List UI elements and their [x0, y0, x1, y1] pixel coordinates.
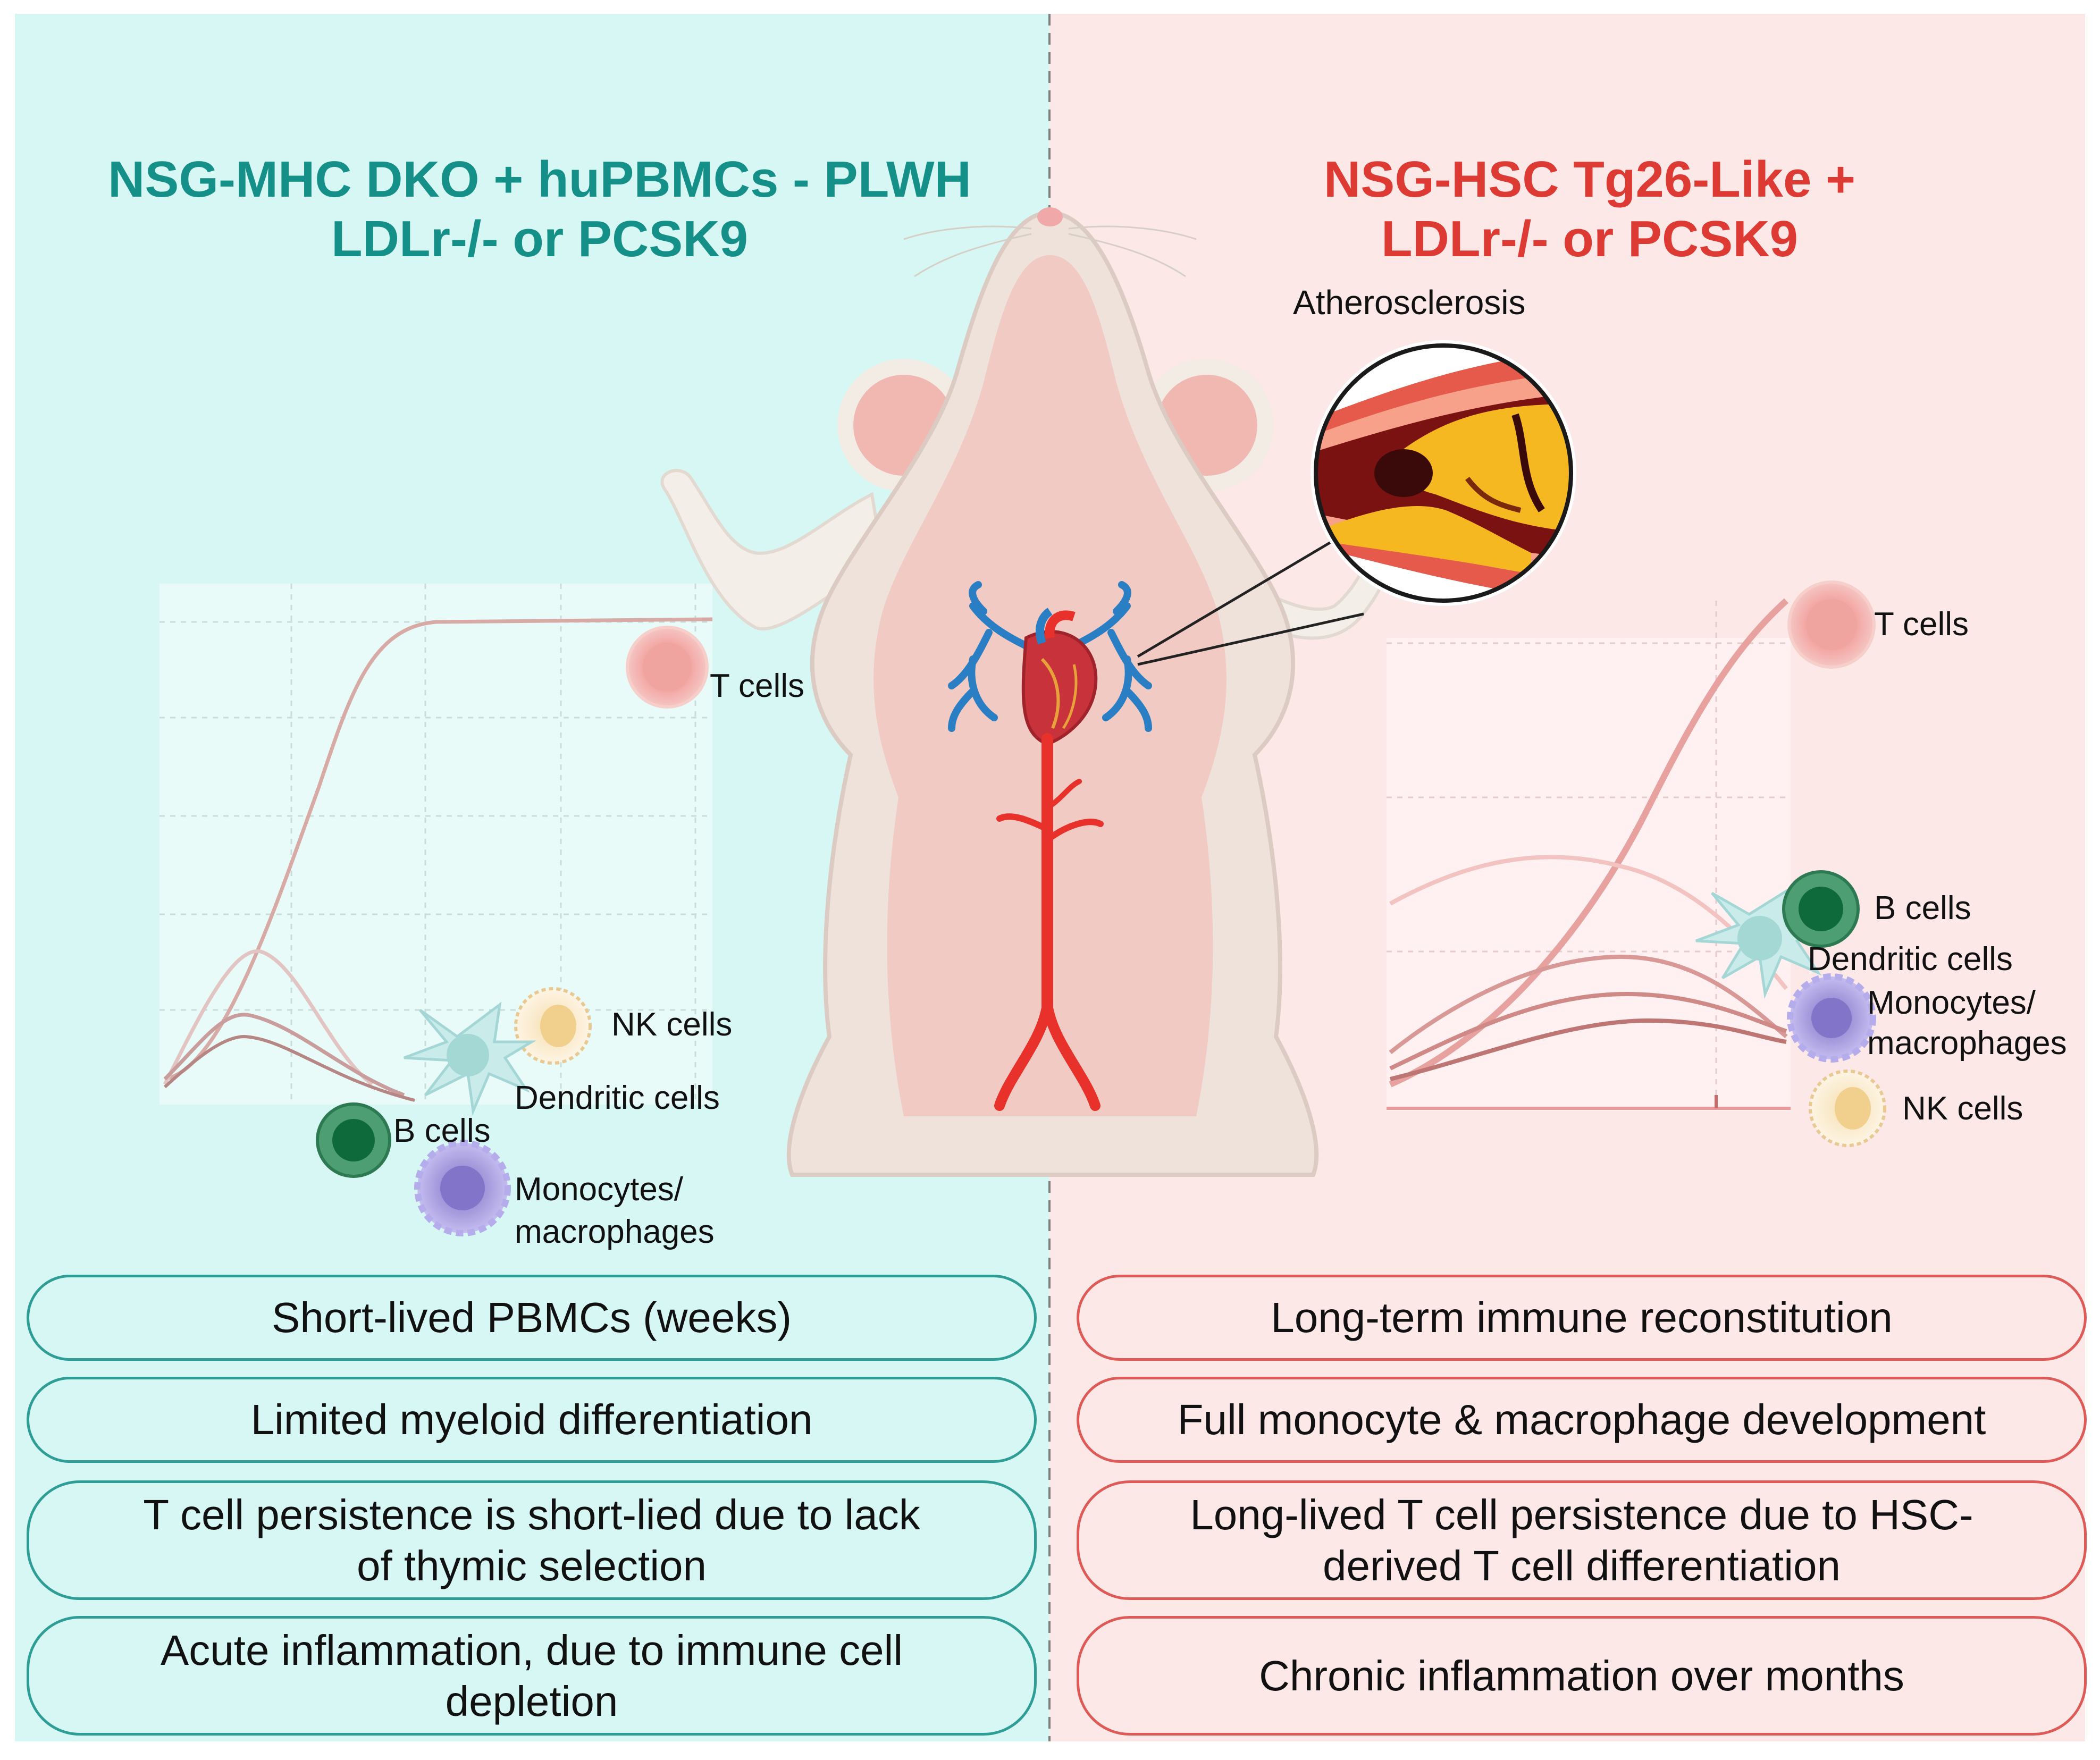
right-panel-title: NSG-HSC Tg26-Like + LDLr-/- or PCSK9 [1196, 150, 1983, 269]
right-t-cell-icon [1787, 580, 1876, 669]
left-nk-cell-icon [514, 987, 592, 1065]
left-dendritic-cells-label: Dendritic cells [515, 1080, 720, 1116]
right-tcell-curve [1389, 598, 1789, 1088]
left-tcell-curve [164, 617, 713, 1081]
left-box-3-line-2: of thymic selection [356, 1542, 707, 1589]
right-box-3: Long-lived T cell persistence due to HSC… [1077, 1480, 2087, 1600]
right-monocytes-label-2: macrophages [1867, 1025, 2067, 1062]
right-monocytes-label-1: Monocytes/ [1867, 984, 2036, 1021]
left-t-cell-icon [626, 626, 709, 709]
right-box-1: Long-term immune reconstitution [1077, 1275, 2087, 1361]
atherosclerosis-zoom [1137, 340, 1576, 666]
mouse-illustration [660, 207, 1391, 1177]
left-myeloid-curve-2 [163, 1013, 405, 1097]
left-dendritic-cell-icon [404, 1001, 537, 1116]
left-box-3-line-1: T cell persistence is short-lied due to … [143, 1490, 920, 1538]
right-monocyte-icon [1787, 973, 1876, 1063]
left-myeloid-curve-3 [163, 1034, 415, 1102]
left-box-4: Acute inflammation, due to immune cell d… [27, 1616, 1037, 1736]
left-myeloid-curve-1 [163, 949, 374, 1086]
left-panel-title: NSG-MHC DKO + huPBMCs - PLWH LDLr-/- or … [53, 150, 1026, 269]
pulmonary-veins [948, 581, 1152, 732]
left-box-1-line-1: Short-lived PBMCs (weeks) [271, 1294, 792, 1341]
left-box-2-line-1: Limited myeloid differentiation [250, 1396, 813, 1443]
left-b-cell-icon [316, 1102, 391, 1178]
right-b-cells-label: B cells [1874, 890, 1971, 927]
right-box-1-line-1: Long-term immune reconstitution [1271, 1294, 1893, 1341]
atherosclerosis-label: Atherosclerosis [1293, 283, 1526, 322]
right-box-4: Chronic inflammation over months [1077, 1616, 2087, 1736]
right-title-line-2: LDLr-/- or PCSK9 [1381, 210, 1799, 267]
left-monocyte-icon [414, 1140, 511, 1236]
right-t-cells-label: T cells [1874, 606, 1969, 643]
right-dendritic-cells-label: Dendritic cells [1808, 941, 2013, 978]
right-box-3-line-1: Long-lived T cell persistence due to HSC… [1190, 1490, 1973, 1538]
left-box-4-line-2: depletion [445, 1677, 618, 1725]
left-box-2: Limited myeloid differentiation [27, 1377, 1037, 1463]
circulatory-system [948, 581, 1152, 1111]
right-chart [1387, 598, 1791, 1111]
left-chart [159, 584, 713, 1105]
right-myeloid-curve-3 [1389, 991, 1787, 1071]
right-box-4-line-1: Chronic inflammation over months [1259, 1652, 1904, 1699]
left-nk-cells-label: NK cells [611, 1006, 733, 1043]
left-t-cells-label: T cells [710, 668, 805, 704]
left-b-cells-label: B cells [393, 1113, 491, 1149]
left-monocytes-label-2: macrophages [515, 1214, 715, 1250]
left-title-line-2: LDLr-/- or PCSK9 [331, 210, 749, 267]
right-box-3-line-2: derived T cell differentiation [1323, 1542, 1841, 1589]
right-nk-cell-icon [1809, 1070, 1886, 1147]
right-box-2: Full monocyte & macrophage development [1077, 1377, 2087, 1463]
right-box-2-line-1: Full monocyte & macrophage development [1177, 1396, 1986, 1443]
right-myeloid-curve-2 [1389, 954, 1788, 1055]
left-box-3: T cell persistence is short-lied due to … [27, 1480, 1037, 1600]
right-myeloid-curve-4 [1390, 1018, 1787, 1081]
aorta [994, 733, 1104, 1111]
right-b-cell-icon [1782, 870, 1860, 948]
right-title-line-1: NSG-HSC Tg26-Like + [1323, 151, 1856, 208]
left-monocytes-label-1: Monocytes/ [515, 1171, 684, 1208]
left-title-line-1: NSG-MHC DKO + huPBMCs - PLWH [108, 151, 971, 208]
left-box-4-line-1: Acute inflammation, due to immune cell [160, 1626, 903, 1674]
left-box-1: Short-lived PBMCs (weeks) [27, 1275, 1037, 1361]
right-nk-cells-label: NK cells [1902, 1090, 2023, 1127]
